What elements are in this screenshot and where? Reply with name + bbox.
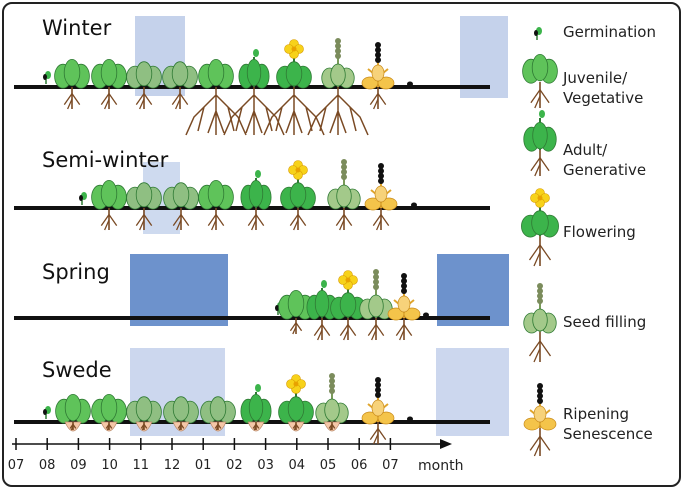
legend-label-ripening-senescence: Ripening Senescence xyxy=(563,405,653,443)
plant-ripening xyxy=(361,377,395,445)
legend-label-flowering: Flowering xyxy=(563,223,636,241)
seed-filling-plant-icon xyxy=(523,283,557,363)
panel-label-semi-winter: Semi-winter xyxy=(42,148,169,172)
time-axis-tick-label: 03 xyxy=(257,458,274,473)
plant-dot xyxy=(423,312,429,318)
plant-adult xyxy=(306,280,338,341)
time-axis-tick-label: 10 xyxy=(101,458,118,473)
germination-icon xyxy=(534,27,542,40)
juvenile-plant-icon xyxy=(522,53,558,109)
panel-label-spring: Spring xyxy=(42,260,110,284)
legend-label-seed-filling: Seed filling xyxy=(563,313,647,331)
plant-dot xyxy=(411,202,417,208)
time-axis-tick-label: 05 xyxy=(319,458,337,473)
plant-dot xyxy=(407,81,413,87)
plant-seed xyxy=(359,269,393,341)
plant-winter xyxy=(126,396,162,432)
plant-flowering xyxy=(330,270,366,341)
flowering-plant-icon xyxy=(521,188,559,267)
panel-label-swede: Swede xyxy=(42,358,112,382)
time-axis-tick-label: 06 xyxy=(350,458,368,473)
time-axis-arrowhead xyxy=(440,439,452,449)
spring-shade-2 xyxy=(437,254,509,326)
time-axis-tick-label: 08 xyxy=(38,458,56,473)
plant-adult xyxy=(223,49,285,136)
plant-juvenile xyxy=(54,58,90,110)
time-axis-unit-label: month xyxy=(418,458,464,474)
legend-label-juvenile-vegetative: Juvenile/ Vegetative xyxy=(563,69,644,107)
plant-winter xyxy=(162,61,198,110)
legend-icons xyxy=(521,27,559,457)
plant-juvenile xyxy=(198,180,234,231)
plant-flowering xyxy=(278,374,314,432)
plant-seed xyxy=(315,373,349,432)
spring-shade-1 xyxy=(130,254,228,326)
time-axis xyxy=(12,438,452,450)
time-axis-tick-label: 07 xyxy=(382,458,399,473)
diagram-frame xyxy=(2,2,681,487)
plant-juvenile xyxy=(91,58,127,110)
plant-winter xyxy=(163,396,199,432)
time-axis-tick-label: 12 xyxy=(163,458,181,473)
adult-plant-icon xyxy=(523,110,557,177)
plant-germination xyxy=(43,71,51,84)
winter-shade-2 xyxy=(460,16,508,98)
plant-ripening xyxy=(364,163,398,231)
plant-seed xyxy=(307,38,369,136)
time-axis-tick-label: 04 xyxy=(288,458,306,473)
plant-adult xyxy=(240,384,272,432)
plant-juvenile xyxy=(91,180,127,231)
plant-illustrations xyxy=(43,38,429,445)
legend-label-adult-generative: Adult/ Generative xyxy=(563,141,647,179)
time-axis-tick-label: 02 xyxy=(226,458,243,473)
plant-winter xyxy=(163,182,199,231)
time-axis-tick-marks xyxy=(15,438,392,450)
plant-seed xyxy=(327,159,361,231)
plant-winter xyxy=(200,396,236,432)
legend-label-germination: Germination xyxy=(563,23,656,41)
plant-ripening xyxy=(387,273,421,341)
plant-juvenile xyxy=(55,393,91,432)
time-axis-tick-label: 01 xyxy=(194,458,212,473)
plant-dot xyxy=(407,416,413,422)
plant-adult xyxy=(240,170,272,231)
plant-juvenile xyxy=(91,393,127,432)
plant-winter xyxy=(126,182,162,231)
panel-label-winter: Winter xyxy=(42,16,112,40)
plant-germination xyxy=(43,406,51,419)
plant-germination xyxy=(79,192,87,205)
time-axis-tick-label: 11 xyxy=(132,458,150,473)
shaded-periods xyxy=(130,16,509,436)
plant-ripening xyxy=(361,42,395,110)
time-axis-tick-label: 09 xyxy=(70,458,87,473)
ripening-plant-icon xyxy=(523,383,557,457)
plant-winter xyxy=(126,61,162,110)
plant-flowering xyxy=(280,160,316,231)
time-axis-tick-label: 07 xyxy=(7,458,25,473)
